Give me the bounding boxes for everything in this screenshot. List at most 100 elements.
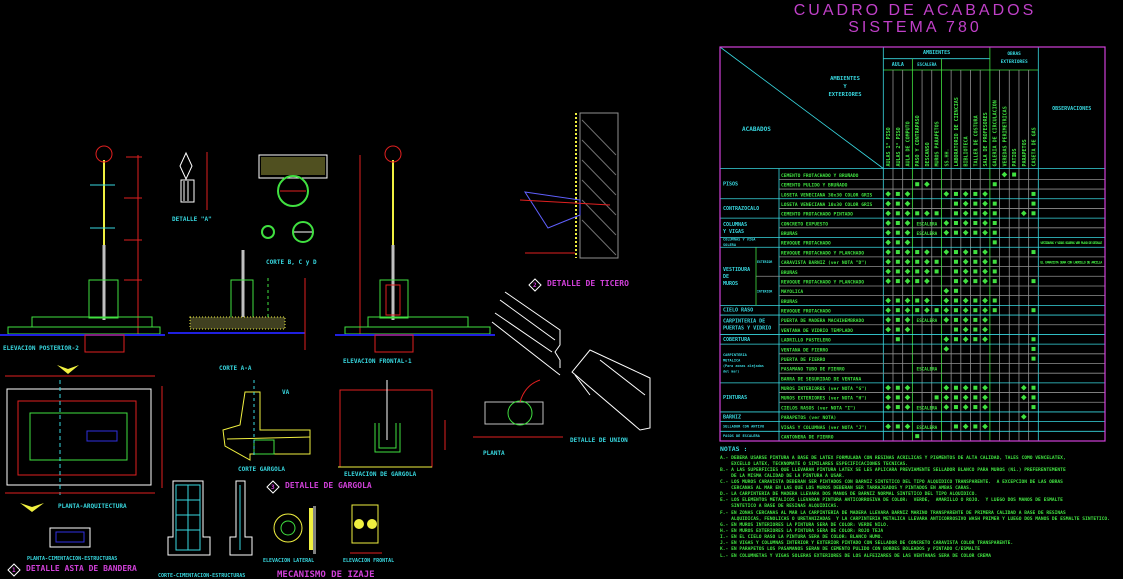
column-header: DESCANSO <box>925 142 931 166</box>
finish-mark <box>953 308 958 313</box>
finish-mark <box>915 182 920 187</box>
finish-mark <box>895 308 900 313</box>
finish-mark <box>885 258 891 265</box>
label-corte-gargola: CORTE GARGOLA <box>238 466 285 473</box>
finish-mark <box>885 249 891 255</box>
span-note: ESCALERA <box>917 231 938 237</box>
finish-mark <box>904 384 911 391</box>
table-row: CANTONERA DE FIERRO <box>781 434 920 441</box>
row-item-label: BARRA DE SEGURIDAD DE VENTANA <box>781 376 861 382</box>
finish-mark <box>895 395 900 400</box>
finish-mark <box>934 308 939 313</box>
column-header: GALERIA DE CIRCULACION <box>993 100 999 166</box>
table-row: VIGAS Y COLUMNAS (ver NOTA "J")ESCALERA <box>781 423 988 431</box>
finish-mark <box>924 210 930 217</box>
label-detalle-asta: DETALLE ASTA DE BANDERA <box>26 564 137 573</box>
finish-mark <box>1012 172 1017 177</box>
finish-mark <box>973 220 978 225</box>
row-item-label: VENTANA DE FIERRO <box>781 347 828 353</box>
row-group-label: (Para zonas alejadas <box>723 364 764 368</box>
note-line: ALQUIDICAS, FENOLICAS O URETANIZADAS Y L… <box>720 516 1110 522</box>
finish-mark <box>943 394 950 401</box>
finish-mark <box>885 297 891 304</box>
finish-mark <box>962 229 969 236</box>
detail-number-2: 2 <box>533 282 537 289</box>
finish-mark <box>962 297 969 304</box>
row-item-label: PASAMANO TUBO DE FIERRO <box>781 367 845 373</box>
finish-mark <box>962 220 969 226</box>
note-line: K.- EN PARAPETOS LOS PASAMANOS SERAN DE … <box>720 546 980 552</box>
note-line: H.- EN MUROS EXTERIORES LA PINTURA SERA … <box>720 528 883 534</box>
finish-mark <box>973 191 978 196</box>
finish-mark <box>943 229 950 236</box>
row-group-label: METALICA <box>723 358 741 362</box>
note-line: E.- LOS ELEMENTOS METALICOS LLEVARAN PIN… <box>720 497 1063 503</box>
finish-mark <box>982 200 988 207</box>
finish-mark <box>973 298 978 303</box>
table-row: BARRA DE SEGURIDAD DE VENTANA <box>781 376 861 382</box>
finish-mark <box>904 317 911 323</box>
finish-mark <box>895 201 900 206</box>
finish-mark <box>943 384 950 391</box>
finish-mark <box>1020 394 1027 401</box>
header-acabados: ACABADOS <box>742 126 771 133</box>
finish-mark <box>904 326 911 333</box>
finish-mark <box>982 404 988 410</box>
finish-mark <box>982 278 988 284</box>
span-note: ESCALERA <box>917 318 938 324</box>
corte-aa-drawing <box>168 250 306 350</box>
finish-mark <box>885 278 891 284</box>
cimentacion-drawings <box>49 480 253 556</box>
finish-mark <box>953 298 958 303</box>
finish-mark <box>1031 191 1036 196</box>
finish-mark <box>1020 413 1027 420</box>
finish-mark <box>915 279 920 284</box>
table-row: CEMENTO FROTACHADO PINTADO <box>781 210 1036 218</box>
table-row: MUROS EXTERIORES (ver NOTA "H") <box>781 394 1036 402</box>
label-va: VA <box>282 389 290 396</box>
finish-mark <box>953 191 958 196</box>
row-item-label: MUROS EXTERIORES (ver NOTA "H") <box>781 396 867 402</box>
finish-mark <box>973 269 978 274</box>
label-elevacion-frontal: ELEVACION FRONTAL <box>343 558 394 564</box>
header-observaciones: OBSERVACIONES <box>1052 106 1091 112</box>
finish-mark <box>982 268 988 275</box>
finish-mark <box>924 249 930 255</box>
label-elevacion-posterior: ELEVACION POSTERIOR-2 <box>3 345 79 352</box>
row-group-label: MUROS <box>723 281 738 287</box>
row-group-label: Y VIGAS <box>723 229 744 235</box>
row-item-label: BRUÑAS <box>781 269 798 276</box>
finish-mark <box>885 394 891 401</box>
finish-mark <box>904 307 911 314</box>
finish-mark <box>943 346 950 352</box>
row-item-label: CEMENTO FROTACHADO Y BRUÑADO <box>781 172 859 179</box>
row-item-label: MUROS INTERIORES (ver NOTA "G") <box>781 386 867 392</box>
finish-mark <box>924 258 930 265</box>
row-item-label: BRUÑAS <box>781 298 798 305</box>
finish-mark <box>943 307 950 314</box>
finish-mark <box>992 201 997 206</box>
diagonal-line <box>719 46 884 169</box>
row-group-label: CIELO RASO <box>723 308 753 314</box>
finish-mark <box>962 210 969 217</box>
finish-mark <box>885 229 891 236</box>
column-header: AULA DE COMPUTO <box>906 121 912 166</box>
finish-mark <box>1031 356 1036 361</box>
row-item-label: PARAPETOS (ver NOTA) <box>781 415 836 421</box>
finish-mark <box>895 337 900 342</box>
table-row: REVOQUE FROTACHADO Y PLANCHADO <box>781 278 1036 285</box>
note-line: G.- EN MUROS INTERIORES LA PINTURA SERA … <box>720 522 889 528</box>
finish-mark <box>904 249 911 255</box>
finish-mark <box>973 327 978 332</box>
header-obras-exteriores: OBRAS <box>1007 51 1021 57</box>
finish-mark <box>1001 171 1008 178</box>
row-item-label: CONCRETO EXPUESTO <box>781 221 828 227</box>
finish-mark <box>895 279 900 284</box>
table-row: LADRILLO PASTELERO <box>781 336 1036 344</box>
column-header: VEREDAS PERIMETRICAS <box>1002 106 1008 166</box>
note-line: CERCANAS AL MAR EN LAS QUE LOS MUROS DEB… <box>720 485 972 491</box>
finish-mark <box>1020 210 1027 217</box>
finish-mark <box>924 181 930 188</box>
finish-mark <box>973 405 978 410</box>
row-group-label: BARNIZ <box>723 414 741 420</box>
